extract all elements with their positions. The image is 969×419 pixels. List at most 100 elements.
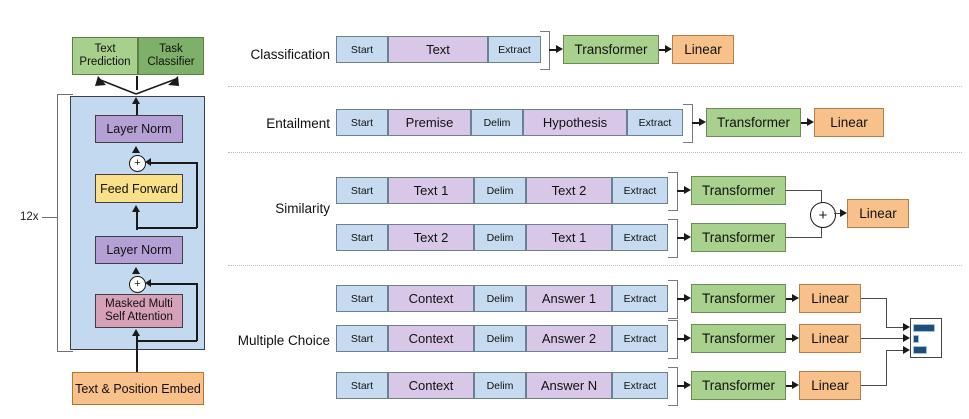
repeat-bracket-vertical: [57, 94, 59, 352]
segment-label: Start: [350, 116, 374, 129]
block-output-line: [136, 103, 138, 123]
row-label-multiple-choice: Multiple Choice: [237, 333, 330, 348]
token-segment: Start: [336, 177, 388, 204]
transformer-label: Transformer: [701, 291, 775, 306]
segment-label: Start: [350, 379, 374, 392]
seq-to-transformer-line: [549, 49, 558, 51]
segment-label: Extract: [638, 116, 672, 129]
seq-to-transformer-arrow: [684, 186, 691, 194]
mc-route-top-arrow: [903, 323, 910, 331]
plus-to-linear-line: [834, 213, 844, 215]
residual1-right-line: [196, 162, 198, 228]
token-segment: Context: [388, 325, 474, 352]
residual2-arrow: [145, 279, 151, 287]
linear-block: Linear: [672, 35, 734, 64]
head-split-stem: [136, 76, 138, 90]
residual1-bottom-line: [136, 227, 197, 229]
segment-label: Hypothesis: [542, 115, 608, 130]
linear-block: Linear: [847, 199, 909, 228]
sim-merge-top-line: [786, 190, 822, 192]
token-segment: Delim: [474, 177, 526, 204]
segment-label: Delim: [483, 116, 511, 129]
token-segment: Premise: [388, 109, 471, 136]
similarity-add: +: [810, 202, 836, 228]
seq-to-transformer-arrow: [684, 294, 691, 302]
multiple-choice-output-chart: [910, 318, 942, 358]
segment-label: Start: [350, 184, 374, 197]
token-segment: Context: [388, 285, 474, 312]
text-position-embed-block: Text & Position Embed: [72, 372, 204, 405]
transformer-to-linear-arrow: [792, 334, 799, 342]
repeat-bracket-bottom: [57, 351, 73, 353]
segment-label: Delim: [486, 184, 514, 197]
token-segment: Answer N: [526, 372, 612, 399]
segment-label: Context: [408, 331, 454, 346]
layer-norm-top: Layer Norm: [95, 115, 183, 143]
seq-to-transformer-line: [692, 122, 701, 124]
linear-label: Linear: [811, 378, 849, 393]
plus-to-linear-arrow: [840, 209, 847, 217]
segment-label: Premise: [405, 115, 454, 130]
token-segment: Extract: [488, 36, 541, 63]
ff-input-line: [136, 212, 138, 230]
output-bar: [913, 335, 919, 343]
layer-norm-bottom: Layer Norm: [95, 236, 183, 264]
repeat-bracket-tick: [42, 217, 58, 219]
feed-forward-block: Feed Forward: [95, 174, 183, 203]
token-segment: Start: [336, 325, 388, 352]
segment-label: Start: [350, 292, 374, 305]
seq-to-transformer-line: [677, 190, 686, 192]
token-segment: Text 1: [526, 224, 612, 251]
block-repeat-label: 12x: [20, 211, 39, 223]
transformer-to-linear-line: [801, 122, 810, 124]
transformer-block: Transformer: [691, 324, 786, 353]
residual2-top-line: [150, 283, 197, 285]
linear-label: Linear: [811, 331, 849, 346]
token-segment: Extract: [612, 325, 668, 352]
segment-label: Answer 2: [541, 331, 597, 346]
text-position-embed-label: Text & Position Embed: [75, 381, 201, 396]
segment-label: Delim: [486, 332, 514, 345]
divider-entailment-similarity: [228, 152, 962, 153]
token-segment: Start: [336, 224, 388, 251]
output-bar: [913, 324, 935, 332]
token-segment: Delim: [474, 224, 526, 251]
token-segment: Start: [336, 36, 388, 63]
transformer-to-linear-arrow: [665, 45, 672, 53]
segment-label: Text 1: [413, 183, 449, 198]
divider-classification-entailment: [228, 86, 962, 87]
row-label-similarity: Similarity: [275, 201, 330, 216]
residual2-right-line: [196, 283, 198, 341]
layer-norm-top-label: Layer Norm: [106, 122, 172, 136]
residual-add-1-symbol: +: [134, 157, 141, 169]
linear-block: Linear: [799, 371, 861, 400]
linear-block: Linear: [814, 108, 884, 137]
transformer-label: Transformer: [701, 183, 775, 198]
token-segment: Start: [336, 109, 388, 136]
output-bar: [913, 346, 927, 354]
segment-label: Extract: [623, 332, 657, 345]
token-segment: Context: [388, 372, 474, 399]
repeat-bracket-top: [57, 94, 73, 96]
seq-to-transformer-arrow: [556, 45, 563, 53]
transformer-to-linear-arrow: [792, 381, 799, 389]
segment-label: Extract: [623, 292, 657, 305]
segment-label: Delim: [486, 231, 514, 244]
segment-label: Start: [350, 43, 374, 56]
ff-input-arrow: [132, 205, 140, 212]
transformer-to-linear-arrow: [807, 118, 814, 126]
segment-label: Text 1: [551, 230, 587, 245]
attn-input-line: [136, 336, 138, 374]
transformer-to-linear-line: [786, 338, 795, 340]
seq-to-transformer-line: [677, 338, 686, 340]
linear-label: Linear: [684, 42, 722, 57]
residual-add-2-symbol: +: [134, 278, 141, 290]
token-segment: Text 1: [388, 177, 474, 204]
mc-route-top-vertical: [886, 298, 888, 328]
linear-label: Linear: [811, 291, 849, 306]
sim-merge-bottom-line: [786, 237, 822, 239]
